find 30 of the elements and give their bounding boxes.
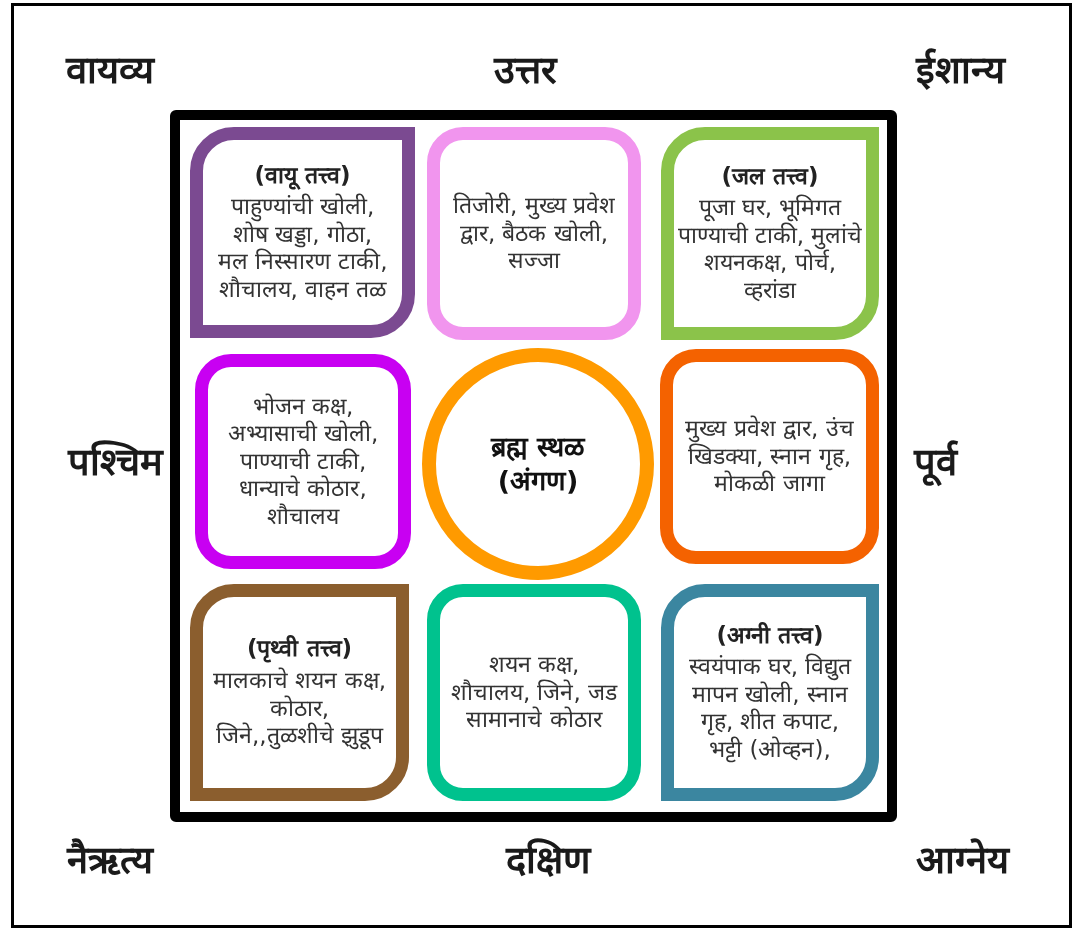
direction-label: पूर्व: [913, 438, 957, 488]
element-heading: (वायू तत्त्व): [254, 161, 351, 190]
direction-label: ईशान्य: [915, 46, 1005, 94]
element-heading: (पृथ्वी तत्त्व): [247, 635, 352, 663]
zone-box: [190, 584, 409, 801]
element-heading: (जल तत्त्व): [721, 162, 819, 191]
room-list: मुख्य प्रवेश द्वार, उंच खिडक्या, स्नान गृह, मोकळी जागा: [676, 415, 863, 498]
zone-box: [660, 349, 879, 564]
room-list: शयन कक्ष, शौचालय, जिने, जड सामानाचे कोठार: [446, 651, 622, 734]
room-list: स्वयंपाक घर, विद्युत मापन खोली, स्नान गृह, शीत कपाट, भट्टी (ओव्हन),: [684, 653, 856, 764]
zone-box: [427, 584, 641, 801]
room-list: पूजा घर, भूमिगत पाण्याची टाकी, मुलांचे शयनकक्ष, पोर्च, व्हरांडा: [677, 194, 863, 305]
direction-label: नैऋत्य: [67, 836, 153, 884]
direction-label: दक्षिण: [506, 836, 590, 884]
direction-label: वायव्य: [66, 46, 154, 94]
zone-box: [190, 127, 415, 338]
room-list: पाहुण्यांची खोली, शोष खड्डा, गोठा, मल निस्सारण टाकी, शौचालय, वाहन तळ: [214, 193, 391, 304]
direction-label: पश्चिम: [67, 438, 163, 486]
direction-label: आग्नेय: [915, 836, 1009, 884]
room-list: तिजोरी, मुख्य प्रवेश द्वार, बैठक खोली, सज्जा: [444, 192, 624, 275]
direction-label: उत्तर: [493, 46, 557, 94]
zone-box: [195, 354, 411, 569]
room-list: मालकाचे शयन कक्ष, कोठार, जिने,,तुळशीचे झुडूप: [212, 666, 387, 750]
zone-box: [661, 127, 879, 340]
room-list: भोजन कक्ष, अभ्यासाची खोली, पाण्याची टाकी, धान्याचे कोठार, शौचालय: [217, 392, 389, 531]
element-heading: (अग्नी तत्त्व): [716, 621, 824, 650]
square-frame: [170, 110, 897, 822]
center-title: ब्रह्म स्थळ (अंगण): [489, 430, 587, 498]
zone-box: [427, 127, 641, 340]
zone-box: [661, 584, 879, 801]
